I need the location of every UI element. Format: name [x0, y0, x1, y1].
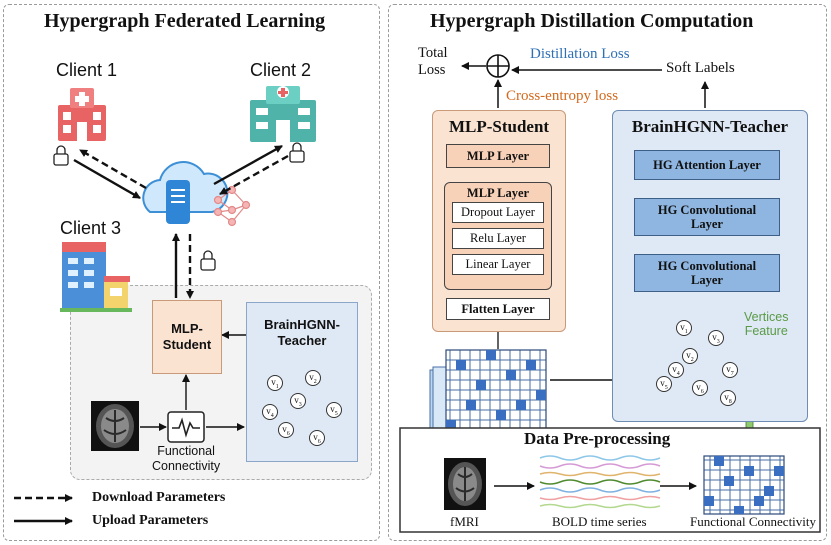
left-teacher-box: BrainHGNN- Teacher	[246, 302, 358, 462]
client3-building-icon	[60, 242, 132, 312]
hg-attention-layer: HG Attention Layer	[634, 150, 780, 180]
right-vertex-node: v1	[676, 320, 692, 336]
left-vertex-node: v5	[326, 402, 342, 418]
distillation-loss-label: Distillation Loss	[530, 46, 630, 62]
left-vertex-label: v4	[266, 405, 274, 419]
right-panel	[388, 4, 827, 541]
left-mlp-student-box: MLP- Student	[152, 300, 222, 374]
hg-conv-layer-2: HG Convolutional Layer	[634, 254, 780, 292]
cloud-server-icon	[142, 161, 229, 224]
left-panel	[3, 4, 380, 541]
client1-hospital-icon	[58, 88, 106, 141]
right-vertex-label: v4	[672, 363, 680, 377]
left-vertex-node: v4	[262, 404, 278, 420]
flatten-layer: Flatten Layer	[446, 298, 550, 320]
flatten-layer-label: Flatten Layer	[461, 301, 535, 316]
left-vertex-label: v5	[330, 403, 338, 417]
connectivity-matrix-icon	[429, 349, 547, 441]
left-extra-vertex-node: v6	[309, 430, 325, 446]
left-teacher-label: BrainHGNN- Teacher	[264, 317, 340, 348]
left-vertex-node: v1	[267, 375, 283, 391]
left-mlp-student-label: MLP- Student	[162, 321, 212, 352]
hg-conv1-label: HG Convolutional Layer	[657, 203, 757, 231]
dropout-layer-label: Dropout Layer	[461, 205, 535, 219]
bold-time-series-icon	[539, 455, 661, 509]
network-icon	[213, 185, 251, 227]
right-vertex-node: v6	[692, 380, 708, 396]
legend-download-label: Download Parameters	[92, 490, 226, 505]
lock-icon	[53, 145, 69, 166]
mlp-layer-top: MLP Layer	[446, 144, 550, 168]
right-vertex-node: v8	[720, 390, 736, 406]
hg-conv2-label: HG Convolutional Layer	[657, 259, 757, 287]
fc-label: Functional Connectivity	[690, 514, 817, 529]
right-panel-title: Hypergraph Distillation Computation	[430, 10, 754, 32]
left-vertex-node: v6	[278, 422, 294, 438]
left-vertex-node: v2	[305, 370, 321, 386]
total-loss-label: Total Loss	[418, 45, 448, 78]
mlp-student-title: MLP-Student	[448, 117, 550, 136]
client2-label: Client 2	[250, 60, 312, 80]
bold-label: BOLD time series	[552, 514, 647, 529]
client1-label: Client 1	[56, 60, 118, 80]
right-vertex-node: v2	[682, 348, 698, 364]
client3-label: Client 3	[60, 218, 122, 238]
right-vertex-label: v2	[686, 349, 694, 363]
sum-node-icon	[486, 54, 510, 78]
left-vertex-label: v1	[271, 376, 279, 390]
functional-connectivity-label: Functional Connectivity	[152, 444, 221, 473]
preproc-title: Data Pre-processing	[524, 429, 671, 448]
cross-entropy-label: Cross-entropy loss	[506, 88, 619, 104]
left-vertex-node: v3	[290, 393, 306, 409]
brain-mri-image	[91, 401, 139, 451]
right-vertex-label: v1	[680, 321, 688, 335]
left-extra-vertex-label: v6	[313, 431, 321, 445]
mlp-layer-top-label: MLP Layer	[466, 148, 530, 163]
right-vertex-node: v5	[656, 376, 672, 392]
dropout-layer: Dropout Layer	[452, 202, 544, 223]
left-panel-title: Hypergraph Federated Learning	[44, 10, 326, 32]
right-vertex-label: v7	[726, 363, 734, 377]
client2-hospital-icon	[250, 86, 316, 142]
relu-layer: Relu Layer	[452, 228, 544, 249]
right-vertex-node: v7	[722, 362, 738, 378]
hg-attention-label: HG Attention Layer	[653, 158, 761, 172]
preproc-fc-matrix-icon	[703, 455, 785, 515]
right-vertex-label: v8	[724, 391, 732, 405]
legend-upload-label: Upload Parameters	[92, 513, 209, 528]
relu-layer-label: Relu Layer	[470, 231, 526, 245]
right-vertex-label: v3	[712, 331, 720, 345]
lock-icon	[289, 142, 305, 163]
linear-layer: Linear Layer	[452, 254, 544, 275]
right-vertex-node: v3	[708, 330, 724, 346]
left-vertex-label: v3	[294, 394, 302, 408]
right-vertex-node: v4	[668, 362, 684, 378]
right-vertex-label: v6	[696, 381, 704, 395]
functional-connectivity-icon	[167, 411, 205, 443]
fmri-label: fMRI	[450, 514, 479, 529]
left-vertex-label: v6	[282, 423, 290, 437]
left-vertex-label: v2	[309, 371, 317, 385]
hg-conv-layer-1: HG Convolutional Layer	[634, 198, 780, 236]
mlp-layer-group-label: MLP Layer	[466, 186, 530, 200]
lock-icon	[200, 250, 216, 271]
teacher-title: BrainHGNN-Teacher	[631, 117, 789, 136]
preproc-mri-image	[444, 458, 486, 510]
soft-labels-label: Soft Labels	[666, 60, 735, 76]
linear-layer-label: Linear Layer	[465, 257, 531, 271]
vertices-feature-label: Vertices Feature	[744, 310, 789, 338]
right-vertex-label: v5	[660, 377, 668, 391]
